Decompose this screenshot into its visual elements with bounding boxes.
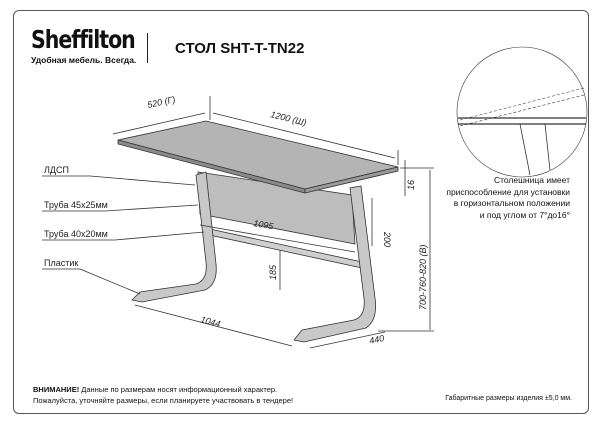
sheet-border (13, 10, 589, 414)
dim-height: 700-760-820 (В) (418, 244, 428, 310)
dim-base-depth: 440 (368, 333, 385, 346)
dim-top-thickness: 16 (406, 180, 416, 190)
warning-label: ВНИМАНИЕ! (33, 385, 80, 394)
warning-text: ВНИМАНИЕ! Данные по размерам носят инфор… (33, 384, 293, 406)
product-title: СТОЛ SHT-T-TN22 (175, 40, 305, 57)
dim-crossbar-height: 185 (268, 264, 278, 280)
warning-line2: Пожалуйста, уточняйте размеры, если план… (33, 396, 294, 405)
note-line: в горизонтальном положении (453, 198, 570, 208)
dim-depth: 520 (Г) (146, 94, 176, 110)
label-tube-40x20: Труба 40х20мм (44, 229, 108, 239)
brand-tagline: Удобная мебель. Всегда. (31, 55, 137, 65)
dim-panel-width: 1095 (253, 218, 275, 231)
right-leg (293, 185, 376, 343)
left-leg (131, 171, 217, 303)
dim-base-length: 1044 (199, 314, 221, 329)
tolerance-text: Габаритные размеры изделия ±5,0 мм. (445, 395, 572, 402)
warning-line1: Данные по размерам носят информационный … (79, 385, 278, 394)
dim-panel-height: 200 (382, 231, 392, 247)
detail-circle (456, 46, 588, 178)
note-line: и под углом от 7°до16° (479, 209, 570, 220)
tilt-note: Столешница имеет приспособление для уста… (446, 175, 570, 221)
brand-logo: Sheffilton Удобная мебель. Всегда. (31, 25, 158, 66)
brand-name: Sheffilton (31, 25, 136, 54)
label-plastic: Пластик (44, 258, 78, 268)
dim-width: 1200 (Ш) (270, 109, 308, 128)
label-tube-45x25: Труба 45х25мм (44, 200, 108, 210)
header-divider (147, 33, 148, 63)
label-chipboard: ЛДСП (44, 165, 69, 175)
note-line: приспособление для установки (446, 186, 570, 197)
note-line: Столешница имеет (493, 175, 570, 185)
